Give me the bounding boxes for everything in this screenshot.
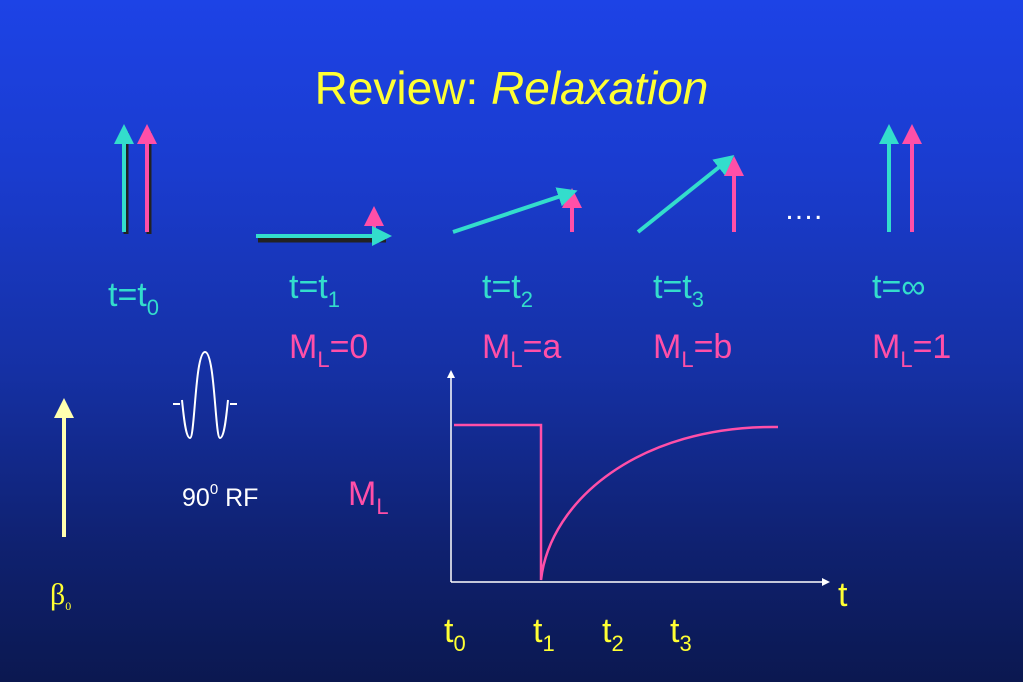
title-emphasis: Relaxation [491, 62, 709, 114]
state-2-vectors [452, 187, 582, 234]
state-1-vectors [256, 206, 392, 246]
state-3-vectors [636, 155, 744, 234]
state-4-time-label: t=∞ [872, 268, 926, 306]
state-2-ml-label: ML=a [482, 328, 562, 372]
state-3-ml-label: ML=b [653, 328, 733, 372]
state-0-time-label: t=t0 [108, 276, 159, 320]
title-prefix: Review: [314, 62, 492, 114]
plot-x-label: t [838, 576, 848, 614]
state-1-time-label: t=t1 [289, 268, 340, 312]
slide-title: Review: Relaxation [0, 65, 1023, 111]
state-4-vectors [879, 124, 922, 232]
state-2-time-label: t=t2 [482, 268, 533, 312]
plot-y-label: ML [348, 475, 389, 519]
plot-tick-t3: t3 [670, 612, 692, 656]
plot-tick-t1: t1 [533, 612, 555, 656]
rf-pulse-icon [173, 350, 237, 440]
state-3-cyan-vector [636, 155, 735, 234]
plot-tick-t0: t0 [444, 612, 466, 656]
state-2-cyan-vector [452, 187, 578, 234]
b0-label: β0 [50, 578, 72, 613]
plot-tick-t2: t2 [602, 612, 624, 656]
state-1-ml-label: ML=0 [289, 328, 369, 372]
ellipsis: …. [784, 193, 823, 226]
rf-pulse-label: 900 RF [182, 481, 259, 512]
state-4-ml-label: ML=1 [872, 328, 952, 372]
state-0-vectors [114, 124, 157, 234]
state-3-time-label: t=t3 [653, 268, 704, 312]
ml-curve [454, 423, 779, 581]
